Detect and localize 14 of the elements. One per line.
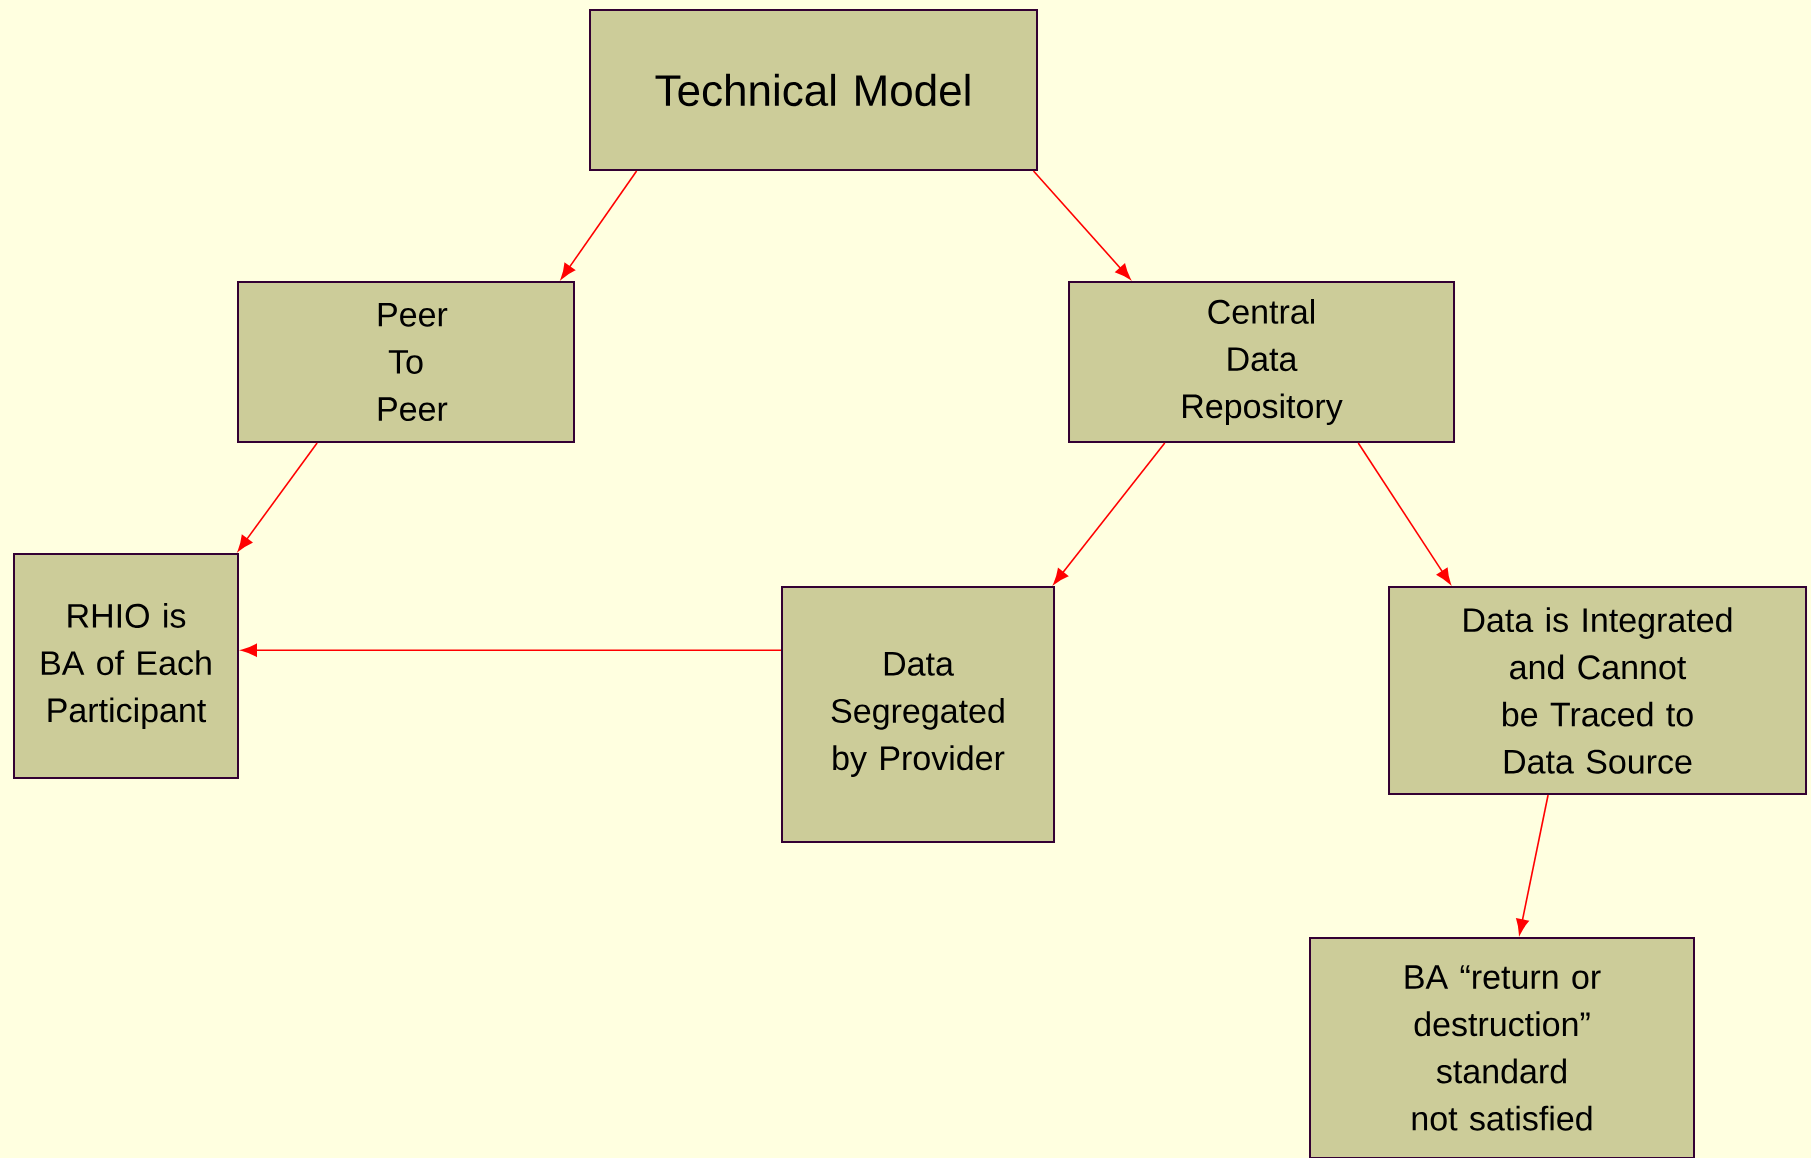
process-box: Data is Integrated and Cannot be Traced to Data Source <box>1388 586 1807 795</box>
process-box: Central Data Repository <box>1068 281 1455 443</box>
arrow <box>1357 442 1451 585</box>
arrow <box>1032 170 1131 280</box>
process-box: Data Segregated by Provider <box>781 586 1055 843</box>
arrow <box>1516 794 1549 935</box>
process-box: BA “return or destruction” standard not satisfied <box>1309 937 1695 1158</box>
title-box: Technical Model <box>589 9 1038 171</box>
arrow <box>241 643 782 657</box>
process-box: RHIO is BA of Each Participant <box>13 553 239 779</box>
arrow <box>237 442 318 552</box>
process-box: Peer To Peer <box>237 281 575 443</box>
arrow <box>560 170 638 280</box>
arrow <box>1053 442 1166 585</box>
